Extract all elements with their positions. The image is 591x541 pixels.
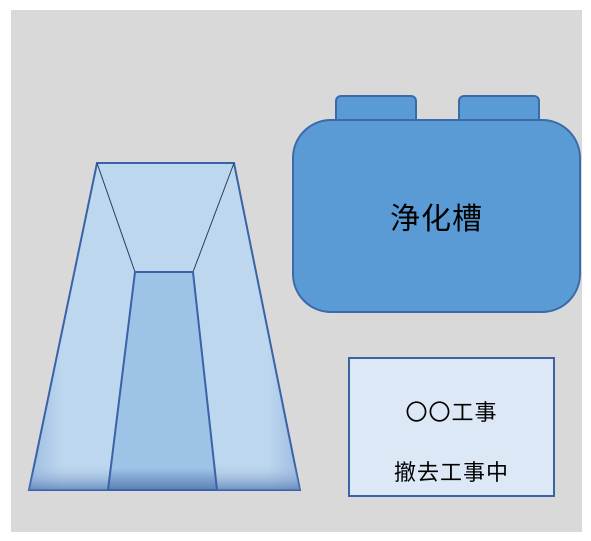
- sign-project-name: 〇〇工事: [405, 401, 498, 426]
- tank-body: [292, 119, 581, 313]
- septic-tank-label: 浄化槽: [390, 202, 483, 237]
- construction-sign: 〇〇工事 撤去工事中: [348, 357, 555, 497]
- sign-status: 撤去工事中: [393, 461, 509, 486]
- pit-slope-left: [96, 162, 136, 273]
- pit-slope-right: [192, 162, 235, 273]
- pit-inner-trench: [106, 271, 219, 491]
- excavation-pit: [27, 162, 302, 491]
- septic-tank: [292, 95, 581, 313]
